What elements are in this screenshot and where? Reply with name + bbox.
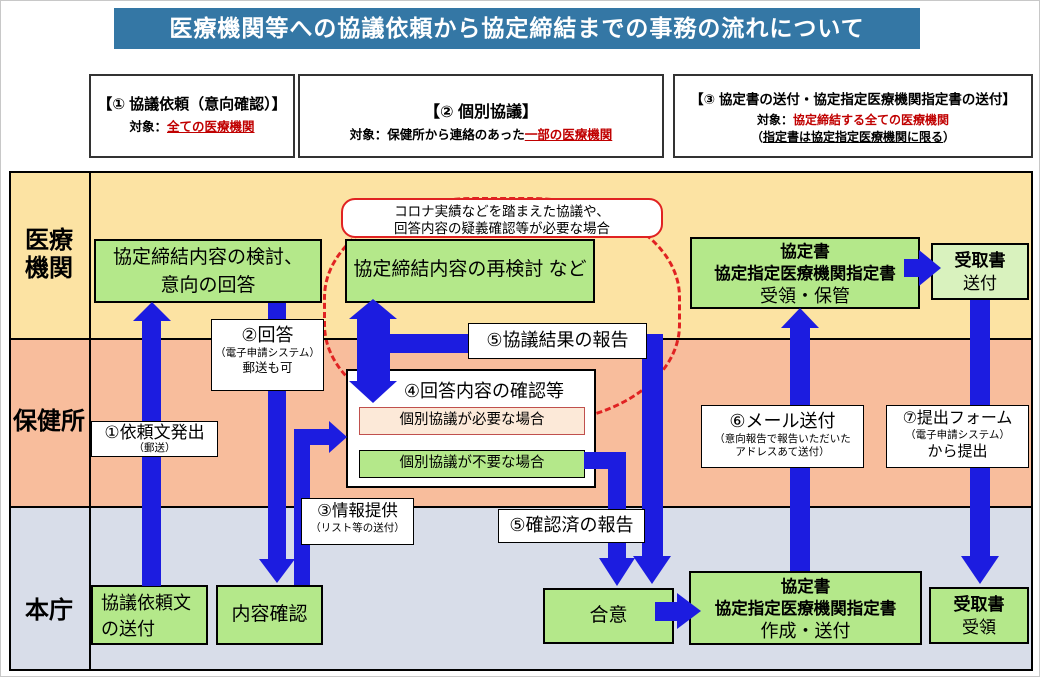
arrow-step3-head-right (329, 421, 347, 453)
box-rereview: 協定締結内容の再検討 など (345, 239, 595, 303)
header-step3-target: 対象：協定締結する全ての医療機関 (675, 111, 1031, 128)
lane-label-medical-text: 医療機関 (25, 227, 73, 282)
label-step6-line3: アドレスあて送付） (735, 446, 830, 458)
label-step2: ②回答 （電子申請システム） 郵送も可 (211, 319, 324, 391)
header-step1-target-prefix: 対象： (129, 120, 167, 134)
arrow-step7-head-down (961, 556, 999, 584)
box-receive-keep-line1: 協定書 (780, 243, 830, 261)
arrow-step2-head-down (259, 559, 295, 583)
box-review-line2: 意向の回答 (160, 275, 256, 296)
arrow-reconsult-head-down (349, 381, 397, 403)
box-create-send-line1: 協定書 (780, 578, 831, 596)
label-step7-line2: （電子申請システム） (905, 429, 1010, 441)
arrow-step1-head-up (133, 302, 171, 321)
box-individual-not-needed: 個別協議が不要な場合 (359, 450, 585, 478)
page-title: 医療機関等への協議依頼から協定締結までの事務の流れについて (114, 8, 920, 49)
box-create-send-line2: 協定指定医療機関指定書 (714, 600, 897, 618)
header-step3-note-close: ） (943, 130, 956, 144)
arrow-receipt-head-right (919, 250, 941, 286)
arrow-step5a-vertical (642, 334, 663, 558)
arrow-step5b-head-down (599, 558, 635, 586)
label-step3-line2: （リスト等の送付） (310, 522, 405, 534)
lane-label-divider (89, 171, 91, 671)
header-step3: 【③ 協定書の送付・協定指定医療機関指定書の送付】 対象：協定締結する全ての医療… (673, 74, 1033, 158)
header-step3-note-open: （ (750, 130, 763, 144)
box-receipt-receive: 受取書 受領 (929, 587, 1029, 644)
label-step3-line1: ③情報提供 (317, 502, 398, 520)
arrow-step3-horizontal (294, 429, 331, 445)
box-receipt-send: 受取書 送付 (931, 243, 1029, 300)
label-step2-line3: 郵送も可 (242, 361, 293, 375)
box-content-check: 内容確認 (216, 585, 323, 645)
corona-note-line1: コロナ実績などを踏まえた協議や、 (394, 204, 610, 219)
label-step6: ⑥メール送付 （意向報告で報告いただいた アドレスあて送付） (701, 405, 864, 468)
label-step1-line2: （郵送） (133, 442, 176, 454)
header-step1-target: 対象：全ての医療機関 (91, 116, 293, 135)
box-create-send-line3: 作成・送付 (760, 621, 851, 641)
box-request-letter-send: 協議依頼文 の送付 (91, 585, 208, 645)
arrow-step6-head-up (781, 308, 819, 328)
lane-label-medical: 医療機関 (9, 227, 89, 283)
header-step2-target-prefix: 対象：保健所から連絡のあった (349, 128, 525, 142)
corona-note-line2: 回答内容の疑義確認等が必要な場合 (394, 221, 610, 236)
header-step2: 【② 個別協議】 対象：保健所から連絡のあった一部の医療機関 (298, 74, 664, 158)
label-step3: ③情報提供 （リスト等の送付） (301, 498, 414, 545)
arrow-reconsult-head-up (349, 299, 397, 319)
box-receipt-send-line1: 受取書 (954, 251, 1006, 270)
header-step3-note-underlined: 指定書は協定指定医療機関に限る (762, 130, 943, 144)
label-step6-line1: ⑥メール送付 (729, 411, 836, 431)
box-receipt-send-line2: 送付 (963, 274, 997, 293)
header-step1-target-red: 全ての医療機関 (167, 120, 255, 134)
box-request-send-line1: 協議依頼文 (101, 593, 191, 613)
arrow-receipt-shaft (904, 259, 922, 277)
arrow-agree-head-right (677, 593, 701, 629)
label-step7: ⑦提出フォーム （電子申請システム） から提出 (886, 405, 1029, 468)
box-check-answer-title: ④回答内容の確認等 (403, 381, 565, 401)
label-step2-line2: （電子申請システム） (215, 347, 320, 359)
box-receipt-receive-line1: 受取書 (953, 595, 1005, 614)
header-step3-target-red: 協定締結する全ての医療機関 (793, 113, 950, 127)
arrow-agree-shaft (655, 602, 679, 621)
box-request-send-line2: の送付 (101, 619, 155, 639)
arrow-step5b-vertical (608, 452, 626, 560)
box-review-line1: 協定締結内容の検討、 (112, 247, 303, 268)
corona-note-box: コロナ実績などを踏まえた協議や、 回答内容の疑義確認等が必要な場合 (341, 198, 663, 238)
header-step3-note: （指定書は協定指定医療機関に限る） (675, 128, 1031, 145)
box-receive-keep-line2: 協定指定医療機関指定書 (714, 265, 896, 283)
header-step1: 【① 協議依頼（意向確認）】 対象：全ての医療機関 (89, 74, 295, 158)
box-receipt-receive-line2: 受領 (962, 618, 996, 637)
label-step1: ①依頼文発出 （郵送） (91, 421, 218, 457)
label-step6-line2: （意向報告で報告いただいた (714, 433, 851, 445)
header-step2-target: 対象：保健所から連絡のあった一部の医療機関 (300, 124, 662, 143)
header-step3-title: 【③ 協定書の送付・協定指定医療機関指定書の送付】 (690, 92, 1016, 107)
arrow-step5a-head-down (633, 556, 671, 584)
lane-divider-2 (9, 506, 1033, 508)
header-step2-title: 【② 個別協議】 (424, 104, 538, 121)
header-step3-target-prefix: 対象： (756, 113, 793, 127)
label-step7-line1: ⑦提出フォーム (902, 410, 1013, 427)
box-agreement-receive-keep: 協定書 協定指定医療機関指定書 受領・保管 (690, 237, 920, 309)
lane-label-main-office: 本庁 (25, 597, 73, 624)
label-step7-line3: から提出 (927, 443, 988, 460)
box-agreement-create-send: 協定書 協定指定医療機関指定書 作成・送付 (689, 571, 922, 645)
header-step1-title: 【① 協議依頼（意向確認）】 (97, 96, 287, 113)
label-step5b: ⑤確認済の報告 (498, 509, 645, 543)
label-step2-line1: ②回答 (241, 325, 294, 345)
box-agree: 合意 (543, 588, 674, 644)
box-receive-keep-line3: 受領・保管 (760, 286, 850, 306)
box-review-intent-reply: 協定締結内容の検討、 意向の回答 (94, 239, 322, 303)
label-step5a: ⑤協議結果の報告 (468, 323, 647, 359)
box-individual-needed: 個別協議が必要な場合 (359, 407, 585, 435)
lane-label-health-center: 保健所 (13, 408, 85, 435)
header-step2-target-red: 一部の医療機関 (524, 128, 613, 142)
label-step1-line1: ①依頼文発出 (104, 423, 205, 442)
